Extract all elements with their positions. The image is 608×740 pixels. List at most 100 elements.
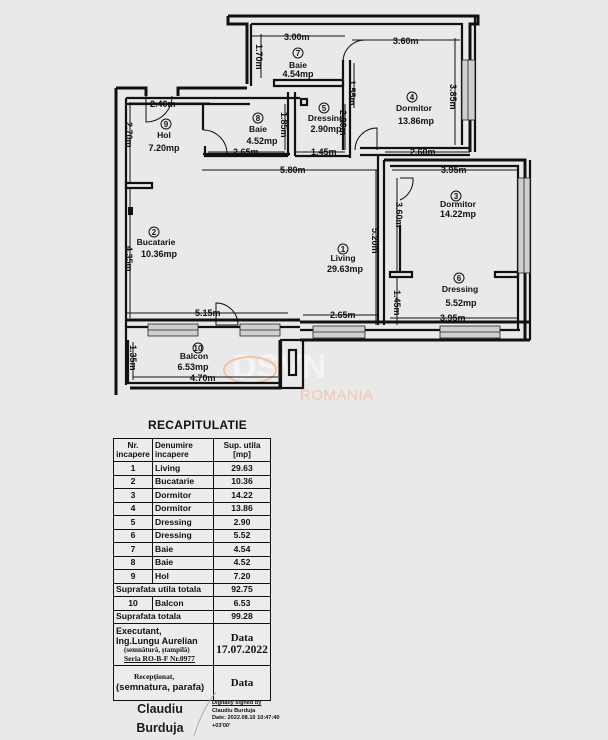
header-nr: Nr. incapere: [113, 438, 153, 462]
svg-text:29.63mp: 29.63mp: [327, 264, 364, 274]
row-area: 7.20: [213, 569, 271, 584]
table-row: 9 Hol 7.20: [113, 569, 271, 584]
row-area: 10.36: [213, 474, 271, 489]
row-name: Baie: [152, 555, 214, 570]
dim-dressing6-width: 3.95m: [440, 313, 466, 323]
row-name: Dormitor: [152, 501, 214, 516]
room-baie-8: 8 Baie 4.52mp: [246, 112, 278, 146]
door-dormitor-4: [354, 127, 378, 151]
receptionat-note: (semnatura, parafa): [116, 682, 205, 693]
table-row: 8 Baie 4.52: [113, 555, 271, 570]
windows: [147, 59, 531, 339]
table-row: 2 Bucatarie 10.36: [113, 474, 271, 489]
digital-signature-line2: Claudiu Burduja: [212, 707, 256, 714]
executant-date-value: 17.07.2022: [216, 644, 268, 656]
dim-bucatarie-height: 4.35m: [124, 246, 134, 272]
dim-living-top: 5.80m: [280, 165, 306, 175]
svg-text:Dormitor: Dormitor: [440, 199, 477, 209]
svg-text:7: 7: [296, 49, 301, 58]
executant-name: Ing.Lungu Aurelian: [116, 636, 198, 646]
digital-signature-line3: Date: 2022.08.10 10:47:40: [212, 715, 280, 722]
doors: [145, 39, 414, 326]
floor-plan: DSVN ROMANIA: [114, 14, 532, 404]
dim-dressing5-height: 2.00m: [338, 110, 348, 136]
executant-cell: Executant, Ing.Lungu Aurelian (semnătură…: [113, 623, 214, 666]
dim-dormitor3-width: 3.95m: [441, 165, 467, 175]
dim-dormitor4-height: 3.85m: [448, 84, 458, 110]
svg-text:5: 5: [322, 104, 327, 113]
row-name: Bucatarie: [152, 474, 214, 489]
digital-signature-line1: Digitally signed by: [212, 700, 262, 706]
watermark: DSVN ROMANIA: [223, 348, 373, 404]
row-nr: 8: [113, 555, 153, 570]
dim-dressing5-width: 1.45m: [311, 147, 337, 157]
row-name: Dressing: [152, 515, 214, 530]
dim-dressing6-height: 1.45m: [392, 290, 402, 316]
row-nr: 5: [113, 515, 153, 530]
svg-text:6: 6: [457, 274, 462, 283]
dim-living-height: 5.20m: [370, 228, 380, 254]
executant-series: Seria RO-B-F Nr.0977: [124, 654, 195, 663]
row-name: Dormitor: [152, 488, 214, 503]
dim-baie8-height: 1.85m: [279, 112, 289, 138]
room-bucatarie-2: 2 Bucatarie 10.36mp: [137, 226, 178, 259]
row-area: 14.22: [213, 488, 271, 503]
table-row: 3 Dormitor 14.22: [113, 488, 271, 503]
svg-text:Dormitor: Dormitor: [396, 103, 433, 113]
row-area: 6.53: [213, 596, 271, 611]
room-dormitor-3: 3 Dormitor 14.22mp: [440, 190, 477, 219]
svg-text:2.90mp: 2.90mp: [310, 124, 342, 134]
row-area: 2.90: [213, 515, 271, 530]
table-row: 6 Dressing 5.52: [113, 528, 271, 543]
dim-dormitor3-height: 3.60m: [394, 202, 404, 228]
digital-signature: Digitally signed by Claudiu Burduja Date…: [212, 700, 312, 730]
svg-text:2: 2: [152, 228, 157, 237]
svg-text:4.52mp: 4.52mp: [246, 136, 278, 146]
svg-text:Baie: Baie: [249, 124, 267, 134]
door-balcon: [215, 302, 239, 326]
row-nr: 7: [113, 542, 153, 557]
svg-text:10.36mp: 10.36mp: [141, 249, 178, 259]
dim-dormitor4-bottom: 2.60m: [410, 147, 436, 157]
room-dormitor-4: 4 Dormitor 13.86mp: [396, 91, 435, 126]
dim-living-bottom-left: 5.15m: [195, 308, 221, 318]
row-nr: 6: [113, 528, 153, 543]
table-row: 7 Baie 4.54: [113, 542, 271, 557]
room-dressing-6: 6 Dressing 5.52mp: [442, 272, 478, 308]
room-labels: 7 Baie 4.54mp 4 Dormitor 13.86mp 5 Dress…: [137, 47, 478, 372]
door-dormitor-3: [399, 177, 414, 201]
receptionat-row: Recepţionat, (semnatura, parafa) Data: [113, 665, 271, 701]
row-nr: 9: [113, 569, 153, 584]
svg-text:3: 3: [454, 192, 459, 201]
table-row: 5 Dressing 2.90: [113, 515, 271, 530]
row-name: Dressing: [152, 528, 214, 543]
dim-baie7-width: 3.00m: [284, 32, 310, 42]
svg-text:13.86mp: 13.86mp: [398, 116, 435, 126]
dim-baie8-width: 2.65m: [233, 147, 259, 157]
door-baie-8: [202, 129, 228, 155]
dim-baie7-height: 1.70m: [254, 44, 264, 70]
svg-text:5.52mp: 5.52mp: [445, 298, 477, 308]
row-nr: 1: [113, 461, 153, 476]
executant-date-label: Data: [230, 632, 254, 644]
header-name: Denumire incapere: [152, 438, 214, 462]
executant-signature-note: (semnătură, ştampilă): [124, 646, 190, 654]
receptionat-date-label: Data: [230, 676, 254, 689]
row-nr: 2: [113, 474, 153, 489]
dim-hol-width: 2.40m: [150, 99, 176, 109]
row-name: Baie: [152, 542, 214, 557]
dimension-labels: 3.00m 3.60m 1.70m 3.85m 1.55m 2.00m 2.40…: [124, 32, 467, 383]
door-baie-7: [342, 39, 366, 63]
svg-text:7.20mp: 7.20mp: [148, 143, 180, 153]
row-area: 4.54: [213, 542, 271, 557]
svg-text:Baie: Baie: [289, 60, 307, 70]
dim-living-bottom-right: 2.65m: [330, 310, 356, 320]
executant-date-cell: Data 17.07.2022: [213, 623, 271, 666]
row-name: Living: [152, 461, 214, 476]
signature-name: Claudiu Burduja: [130, 700, 190, 738]
subtotal-value: 92.75: [213, 582, 271, 597]
subtotal-label: Suprafata utila totala: [113, 582, 214, 597]
svg-text:Balcon: Balcon: [180, 351, 208, 361]
recap-title: RECAPITULATIE: [148, 418, 248, 432]
row-area: 29.63: [213, 461, 271, 476]
